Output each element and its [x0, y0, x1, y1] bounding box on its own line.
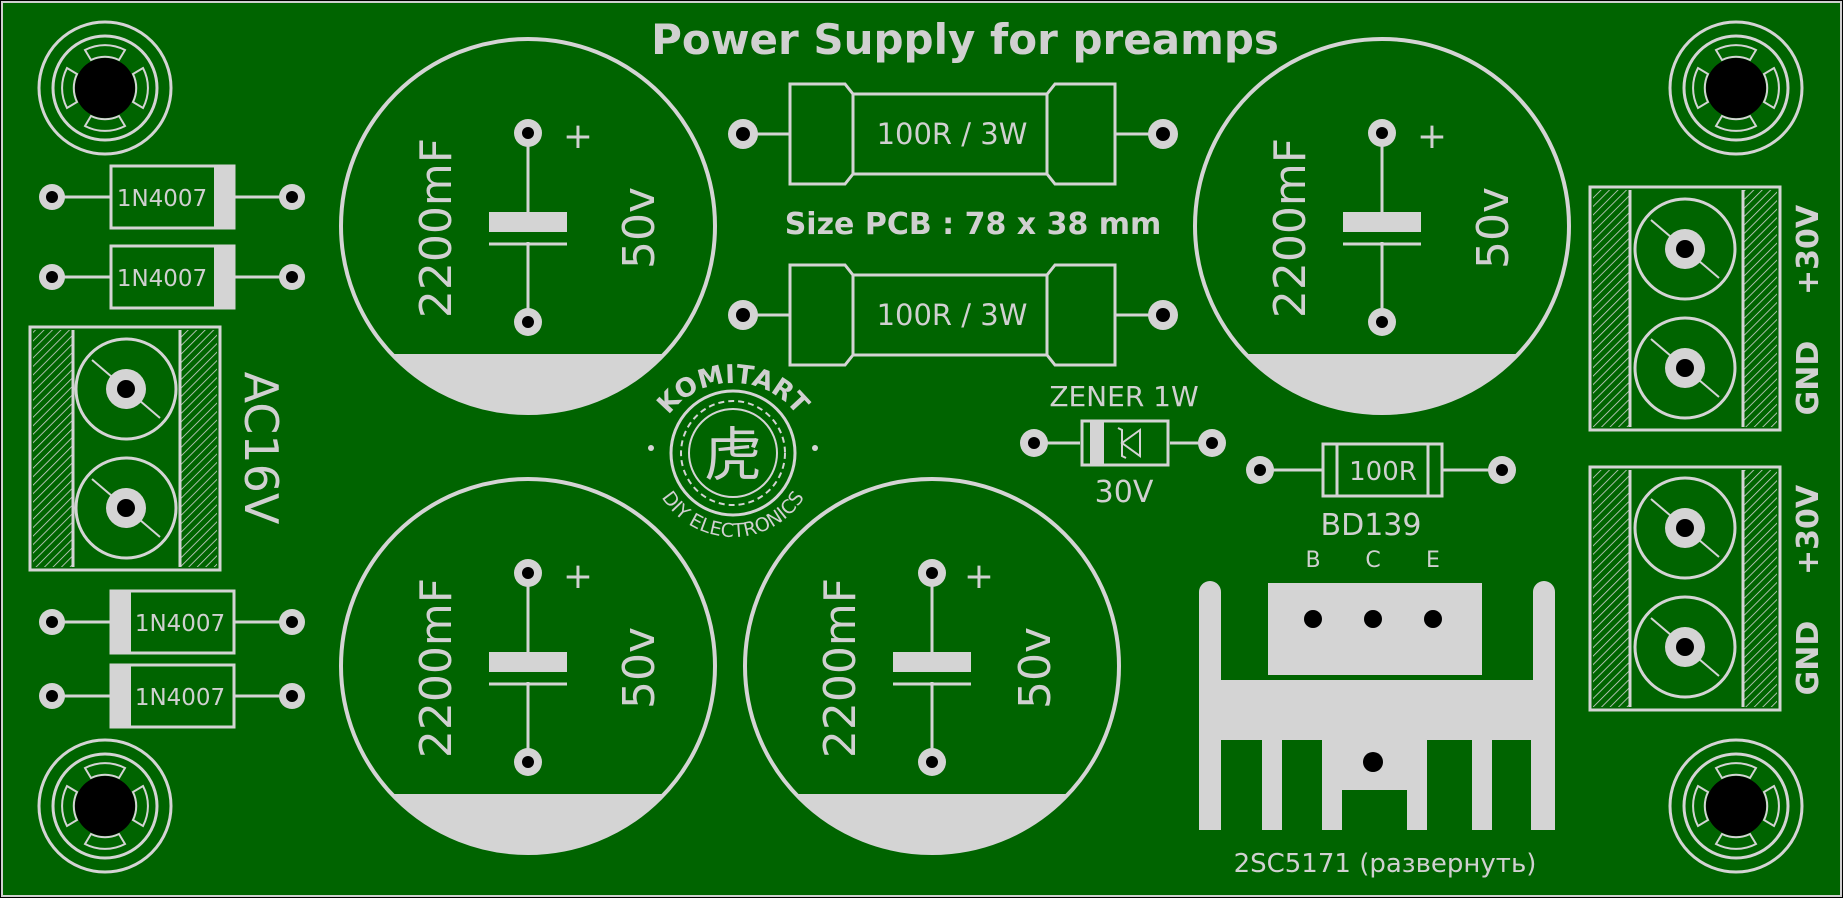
transistor-pin-e: E: [1426, 548, 1440, 573]
mounting-hole-bottom-left: [37, 738, 173, 874]
diode-1: 1N4007: [39, 164, 305, 230]
transistor-pin-b: B: [1305, 548, 1320, 573]
capacitor-plus: +: [563, 556, 593, 597]
capacitor-bottom-center: + 2200mF 50v: [743, 477, 1121, 855]
output-top-positive-label: +30V: [1791, 204, 1826, 295]
output-terminal-top: [1588, 185, 1782, 432]
capacitor-capacitance: 2200mF: [1265, 138, 1316, 318]
input-terminal-block: [28, 325, 222, 572]
output-terminal-bottom: [1588, 465, 1782, 712]
resistor-power-2: 100R / 3W: [728, 263, 1178, 367]
heatsink: [1199, 581, 1555, 830]
logo-glyph: 虎: [704, 421, 762, 489]
capacitor-top-right: + 2200mF 50v: [1193, 37, 1571, 415]
zener-label: ZENER 1W: [1049, 380, 1198, 413]
transistor-label: BD139: [1321, 508, 1422, 543]
resistor-power-2-label: 100R / 3W: [877, 298, 1028, 332]
capacitor-plus: +: [563, 116, 593, 157]
transistor-pin-c: C: [1365, 548, 1380, 573]
output-bottom-gnd-label: GND: [1791, 621, 1826, 696]
heatsink-transistor-label: 2SC5171 (развернуть): [1234, 849, 1537, 879]
capacitor-voltage: 50v: [1468, 187, 1519, 269]
input-terminal-label: AC16V: [234, 372, 288, 525]
capacitor-capacitance: 2200mF: [411, 578, 462, 758]
output-top-gnd-label: GND: [1791, 341, 1826, 416]
mounting-hole-top-right: [1668, 20, 1804, 156]
diode-4: 1N4007: [39, 663, 305, 729]
pcb-size-note: Size PCB : 78 x 38 mm: [785, 207, 1162, 242]
zener-voltage: 30V: [1095, 475, 1154, 510]
capacitor-voltage: 50v: [614, 187, 665, 269]
capacitor-bottom-left: + 2200mF 50v: [339, 477, 717, 855]
diode-3-label: 1N4007: [135, 611, 225, 637]
diode-3: 1N4007: [39, 589, 305, 655]
resistor-small: 100R: [1246, 442, 1516, 498]
board-title: Power Supply for preamps: [651, 15, 1279, 64]
diode-4-label: 1N4007: [135, 685, 225, 711]
capacitor-voltage: 50v: [614, 627, 665, 709]
diode-2-label: 1N4007: [117, 266, 207, 292]
resistor-small-label: 100R: [1349, 457, 1417, 487]
resistor-power-1-label: 100R / 3W: [877, 117, 1028, 151]
mounting-hole-bottom-right: [1668, 738, 1804, 874]
output-bottom-positive-label: +30V: [1791, 484, 1826, 575]
resistor-power-1: 100R / 3W: [728, 82, 1178, 186]
transistor-bd139: [1268, 583, 1482, 675]
capacitor-voltage: 50v: [1010, 627, 1061, 709]
capacitor-capacitance: 2200mF: [411, 138, 462, 318]
mounting-hole-top-left: [37, 20, 173, 156]
capacitor-plus: +: [1417, 116, 1447, 157]
capacitor-capacitance: 2200mF: [815, 578, 866, 758]
zener-diode: [1020, 419, 1226, 467]
capacitor-plus: +: [964, 556, 994, 597]
diode-1-label: 1N4007: [117, 186, 207, 212]
diode-2: 1N4007: [39, 244, 305, 310]
capacitor-top-left: + 2200mF 50v: [339, 37, 717, 415]
